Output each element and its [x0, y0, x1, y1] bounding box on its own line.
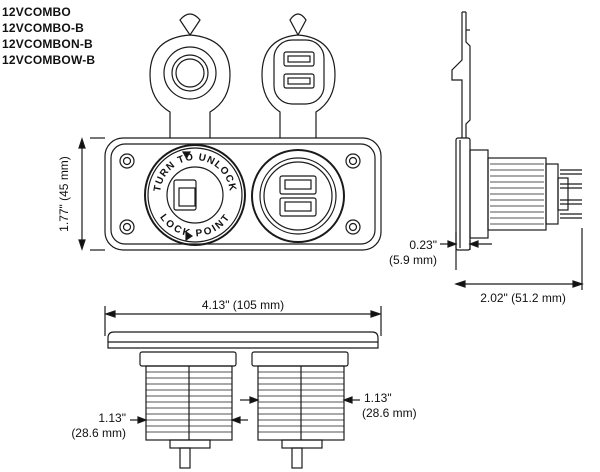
- bottom-body-right: [251, 351, 349, 469]
- turn-to-unlock-label: TURN TO UNLOCK: [152, 152, 238, 193]
- mounting-plate: [104, 137, 382, 251]
- thread-lines: [490, 163, 544, 225]
- width-label: 4.13" (105 mm): [202, 298, 284, 312]
- height-label: 1.77" (45 mm): [57, 156, 71, 232]
- model-number: 12VCOMBO: [2, 5, 71, 19]
- hole-dimension-left: 1.13" (28.6 mm): [71, 411, 248, 440]
- width-dimension: 4.13" (105 mm): [104, 298, 382, 336]
- flange-inch-label: 0.23": [409, 238, 437, 252]
- cigarette-socket: TURN TO UNLOCK LOCK POINT: [144, 144, 246, 246]
- height-dimension: 1.77" (45 mm): [57, 137, 105, 251]
- hole-dimension-right: 1.13" (28.6 mm): [240, 391, 417, 420]
- bottom-body-left: [139, 351, 237, 469]
- flange-dimension: 0.23" (5.9 mm): [389, 232, 492, 270]
- depth-label: 2.02" (51.2 mm): [480, 291, 566, 305]
- side-view: 0.23" (5.9 mm) 2.02" (51.2 mm): [389, 11, 584, 305]
- depth-dimension: 2.02" (51.2 mm): [454, 228, 584, 305]
- model-number: 12VCOMBO-B: [2, 21, 85, 35]
- screw-holes: [119, 153, 361, 235]
- flange-mm-label: (5.9 mm): [389, 253, 437, 267]
- hole-right-mm-label: (28.6 mm): [362, 406, 417, 420]
- bottom-view: 4.13" (105 mm): [71, 298, 417, 469]
- socket-cap-left: [149, 13, 231, 138]
- lock-point-label: LOCK POINT: [157, 212, 232, 239]
- hole-left-inch-label: 1.13": [98, 411, 126, 425]
- model-number: 12VCOMBON-B: [2, 37, 93, 51]
- hole-right-inch-label: 1.13": [364, 391, 392, 405]
- usb-cap-right: [261, 13, 336, 138]
- model-list: 12VCOMBO 12VCOMBO-B 12VCOMBON-B 12VCOMBO…: [2, 4, 95, 68]
- hole-left-mm-label: (28.6 mm): [71, 426, 126, 440]
- front-view: TURN TO UNLOCK LOCK POINT 1.77" (45: [57, 13, 382, 251]
- usb-socket: [251, 149, 345, 243]
- model-number: 12VCOMBOW-B: [2, 53, 96, 67]
